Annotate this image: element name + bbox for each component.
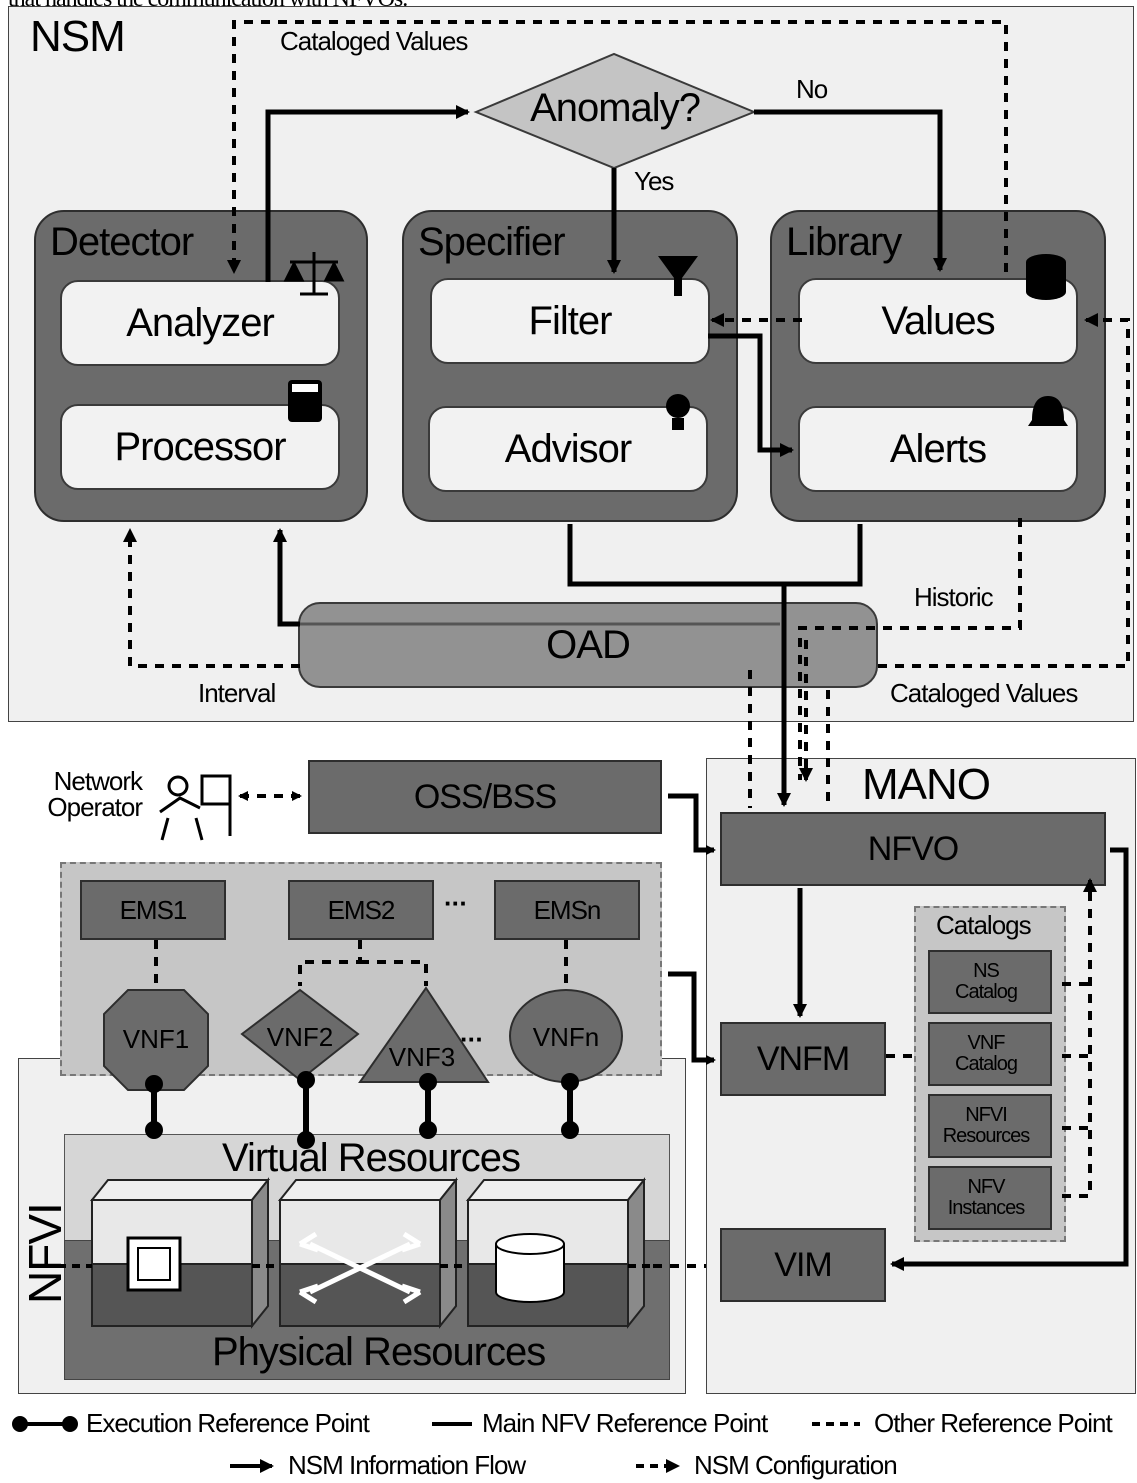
funnel-icon (658, 256, 698, 296)
scale-icon (286, 252, 342, 294)
main-reference-lines (668, 796, 1126, 1264)
interval-line (130, 530, 300, 666)
vnf1-label: VNF1 (123, 1024, 189, 1054)
vnf-vnfm-line (668, 974, 714, 1060)
oss-nfvo-line (668, 796, 714, 850)
catalog-to-nfvo-line (1062, 880, 1090, 1196)
network-operator-label: Network Operator (22, 768, 142, 820)
lightbulb-icon (666, 394, 690, 430)
database-icon (1026, 254, 1066, 300)
vnf3-label: VNF3 (389, 1042, 455, 1072)
storage-icon (496, 1234, 564, 1302)
filter-to-alerts-arrow (708, 336, 792, 450)
nsm-config-lines (130, 22, 1128, 1266)
legend-other: Other Reference Point (874, 1408, 1112, 1439)
operator-line1: Network (22, 768, 142, 794)
execution-lines (148, 1074, 576, 1146)
nsm-info-flow-lines (268, 112, 940, 805)
vnfn-label: VNFn (533, 1022, 599, 1052)
analyzer-to-anomaly-arrow (268, 112, 468, 282)
ems2-vnf3-line (360, 962, 426, 986)
legend-info-flow: NSM Information Flow (288, 1450, 525, 1481)
cataloged-values-top-line (234, 22, 1006, 272)
bell-icon (1028, 396, 1068, 426)
operator-line2: Operator (22, 794, 142, 820)
operator-icon (160, 776, 230, 840)
legend-main: Main NFV Reference Point (482, 1408, 767, 1439)
ems2-vnf2-line (300, 940, 360, 986)
legend-config: NSM Configuration (694, 1450, 897, 1481)
no-to-values-arrow (754, 112, 940, 270)
specifier-library-bus (570, 524, 860, 584)
legend-execution: Execution Reference Point (86, 1408, 369, 1439)
historic-line (800, 518, 1020, 780)
oad-to-processor-arrow (280, 530, 300, 624)
cataloged-values-bottom-line (878, 320, 1128, 666)
vnf2-label: VNF2 (267, 1022, 333, 1052)
calculator-icon (288, 380, 322, 422)
